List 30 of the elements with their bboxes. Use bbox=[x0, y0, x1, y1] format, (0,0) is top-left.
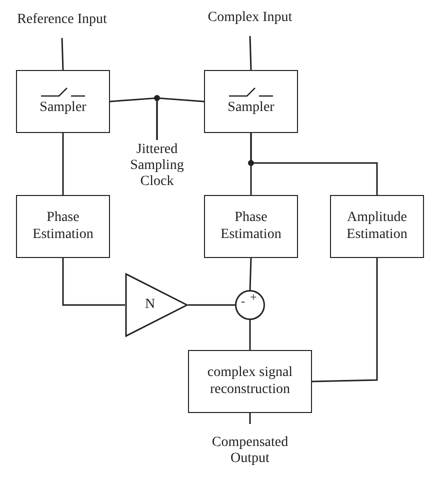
connector-line bbox=[188, 304, 235, 306]
process-box bbox=[16, 195, 110, 258]
process-box bbox=[330, 195, 424, 258]
block-label: Sampler bbox=[228, 100, 274, 117]
process-box bbox=[188, 350, 312, 413]
block-label: Phase Estimation bbox=[220, 210, 282, 243]
process-box bbox=[204, 195, 298, 258]
block-label: N bbox=[145, 296, 156, 314]
connector-line bbox=[249, 36, 252, 70]
block-label: Amplitude Estimation bbox=[346, 210, 408, 243]
block-label: Sampler bbox=[40, 100, 86, 117]
connector-line bbox=[249, 258, 252, 290]
connector-line bbox=[62, 258, 125, 306]
block-label: complex signal reconstruction bbox=[206, 365, 294, 398]
io-label: Compensated Output bbox=[210, 434, 290, 468]
io-label: Jittered Sampling Clock bbox=[129, 142, 185, 190]
io-label: Complex Input bbox=[208, 10, 292, 26]
connector-line bbox=[250, 133, 378, 195]
plus-sign: + bbox=[250, 291, 257, 303]
connector-line bbox=[312, 258, 378, 382]
io-label: Reference Input bbox=[17, 12, 107, 28]
connector-line bbox=[249, 413, 251, 424]
sampler-box bbox=[16, 70, 110, 133]
sampler-box bbox=[204, 70, 298, 133]
minus-sign: - bbox=[241, 295, 245, 307]
connector-line bbox=[249, 320, 251, 350]
connector-line bbox=[61, 38, 64, 70]
block-label: Phase Estimation bbox=[32, 210, 94, 243]
connector-line bbox=[62, 133, 64, 195]
connector-line bbox=[156, 97, 204, 140]
